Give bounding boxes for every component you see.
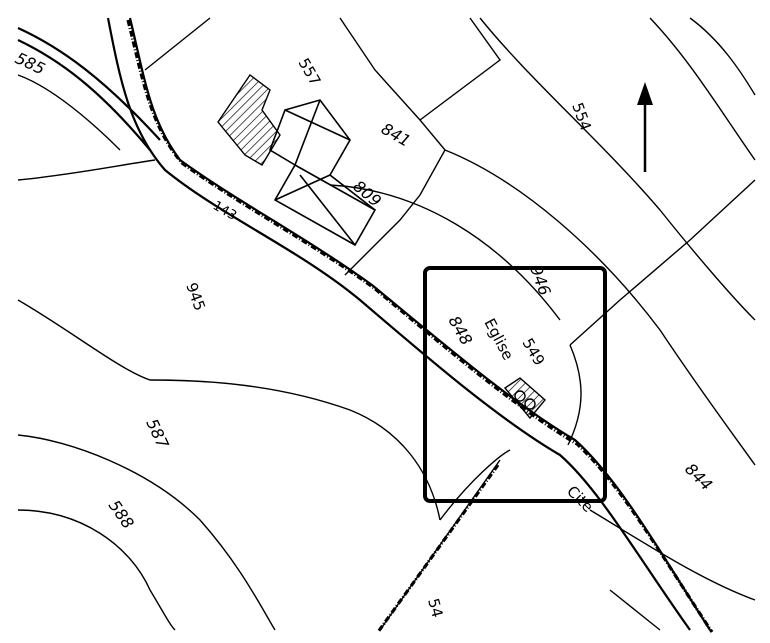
- parcel-label-587: 587: [142, 416, 172, 452]
- parcel-label-554: 554: [568, 100, 595, 133]
- parcel-label-588: 588: [105, 496, 138, 532]
- road-number-label: 143: [210, 198, 239, 223]
- selected-area[interactable]: [423, 266, 607, 503]
- parcel-label-54: 54: [424, 596, 446, 619]
- building-main: [269, 99, 377, 247]
- road-cite: [17, 17, 714, 633]
- parcel-label-841: 841: [378, 119, 414, 151]
- parcel-label-945: 945: [182, 280, 209, 313]
- parcel-label-848: 848: [445, 313, 477, 349]
- parcel-label-557: 557: [295, 55, 325, 89]
- north-arrow-icon: [637, 82, 653, 172]
- map-labels: 557 841 809 554 945 946 848 549 587 588 …: [12, 48, 716, 619]
- church-label: Eglise: [480, 315, 517, 363]
- parcel-label-844: 844: [681, 459, 716, 494]
- buildings: [217, 74, 546, 420]
- building-hatched: [217, 74, 281, 166]
- parcel-label-809: 809: [349, 177, 385, 211]
- parcel-boundaries: [17, 17, 756, 633]
- parcel-label-549: 549: [519, 335, 549, 369]
